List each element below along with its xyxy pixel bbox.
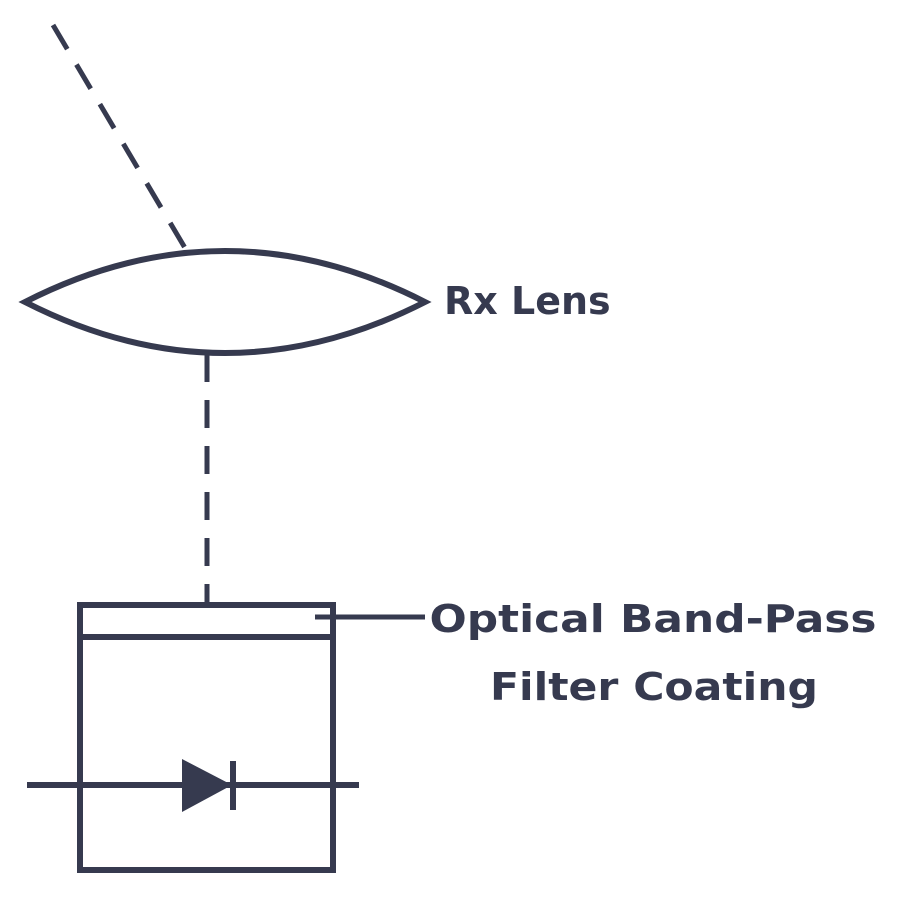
filter-label-line2: Filter Coating [490,665,818,709]
rx-lens [18,248,432,356]
photodiode-package [77,602,336,873]
filter-label-line1: Optical Band-Pass [430,597,877,641]
incident-light-ray [50,23,191,255]
diode-symbol-icon [182,759,232,812]
lens-label: Rx Lens [444,279,611,323]
